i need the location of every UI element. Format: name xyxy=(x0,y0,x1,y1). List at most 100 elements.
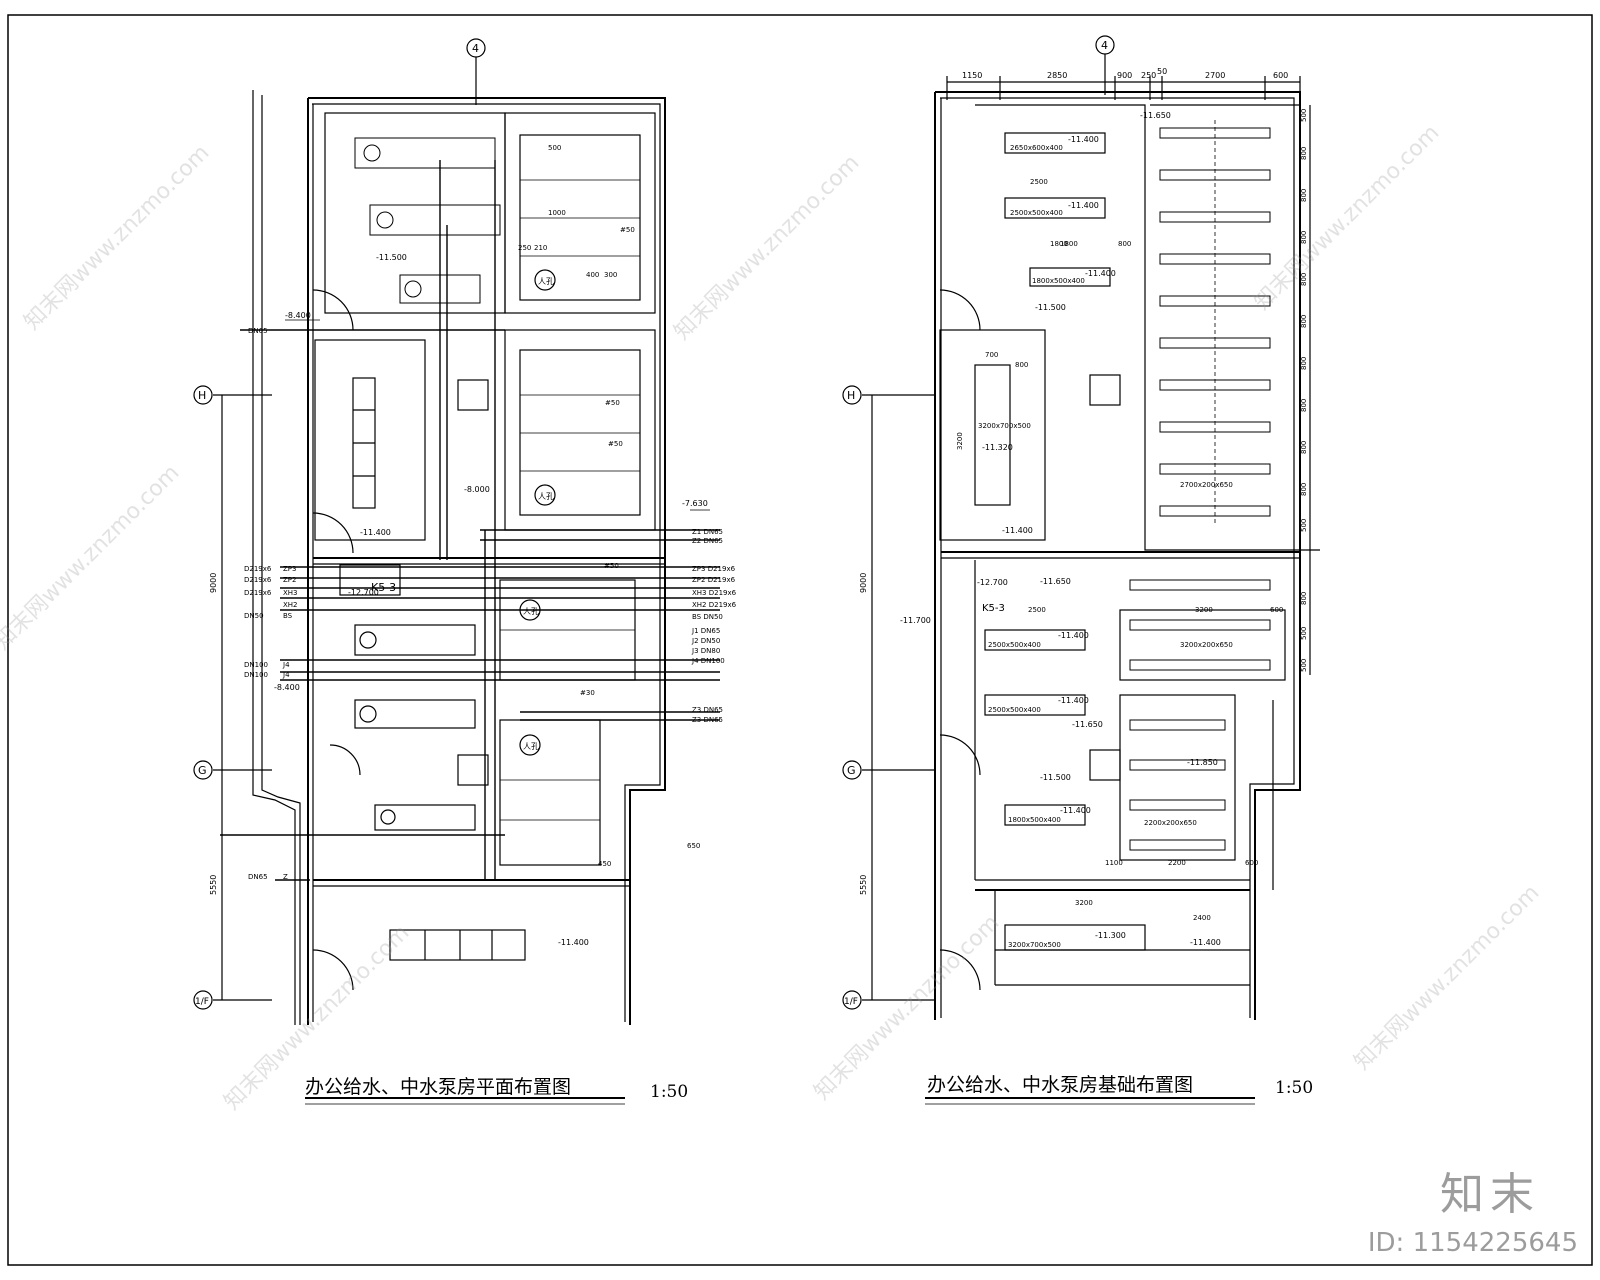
dim-left-9000: 9000 xyxy=(209,573,218,593)
dim-right: 800 xyxy=(1300,483,1308,496)
dim-right: 500 xyxy=(1300,659,1308,672)
dim-top: 50 xyxy=(1157,67,1167,76)
dim-misc: 600 xyxy=(1270,606,1283,614)
pipe-code: Z xyxy=(283,873,288,881)
dim-right: 800 xyxy=(1300,357,1308,370)
dim-top: 250 xyxy=(1141,71,1156,80)
dim-top: 2700 xyxy=(1205,71,1225,80)
dim-misc: 500 xyxy=(548,144,561,152)
dim-misc: 210 xyxy=(534,244,547,252)
dim-misc: 650 xyxy=(687,842,700,850)
tag-k5-3-right: K5-3 xyxy=(982,603,1005,614)
dim-right: 500 xyxy=(1300,627,1308,640)
left-plan xyxy=(193,38,720,1025)
manhole-label: 人孔 xyxy=(538,492,554,501)
dim-misc: #50 xyxy=(608,440,623,448)
dim-top: 1150 xyxy=(962,71,982,80)
pipe-right-label: Z3 DN65 xyxy=(692,706,723,714)
dim-right: 800 xyxy=(1300,231,1308,244)
manhole-label: 人孔 xyxy=(538,277,554,286)
base-size-label: 1800x500x400 xyxy=(1032,277,1085,285)
dim-right: 800 xyxy=(1300,441,1308,454)
elev-label: -11.400 xyxy=(1190,938,1221,947)
sheet-border xyxy=(7,14,1593,1266)
pipe-size-label: DN65 xyxy=(248,873,268,881)
dim-misc: #30 xyxy=(580,689,595,697)
pipe-code: J4 xyxy=(282,661,290,669)
axis-label-H-right: H xyxy=(847,389,855,402)
axis-bubble-H-right xyxy=(842,385,862,405)
dim-misc: 3200 xyxy=(956,432,964,450)
elev-label: -11.400 xyxy=(1058,631,1089,640)
dim-misc: 600 xyxy=(1245,859,1258,867)
dim-misc: 2200 xyxy=(1168,859,1186,867)
elev-label: -11.700 xyxy=(900,616,931,625)
elev-label: -11.850 xyxy=(1187,758,1218,767)
elev-label: -11.500 xyxy=(376,253,407,262)
base-size-label: 3200x700x500 xyxy=(978,422,1031,430)
dim-left-5550-right: 5550 xyxy=(859,875,868,895)
pipe-code: XH3 xyxy=(283,589,298,597)
dim-misc: #50 xyxy=(620,226,635,234)
dim-right: 800 xyxy=(1300,273,1308,286)
elev-label: -12.700 xyxy=(977,578,1008,587)
dim-misc: 800 xyxy=(1015,361,1028,369)
pipe-right-label: Z3 DN65 xyxy=(692,716,723,724)
manhole-label: 人孔 xyxy=(523,607,539,616)
pipe-right-label: J3 DN80 xyxy=(691,647,720,655)
tank-size-label: 2200x200x650 xyxy=(1144,819,1197,827)
dim-top: 900 xyxy=(1117,71,1132,80)
manhole-1 xyxy=(534,269,556,291)
elev-label: -11.300 xyxy=(1095,931,1126,940)
axis-label-4-right: 4 xyxy=(1101,39,1108,52)
elev-label: -11.500 xyxy=(1040,773,1071,782)
dim-misc: 450 xyxy=(598,860,611,868)
elev-label: -8.400 xyxy=(285,311,311,320)
pipe-right-label: J4 DN100 xyxy=(691,657,725,665)
dim-top: 600 xyxy=(1273,71,1288,80)
pipe-right-label: Z1 DN65 xyxy=(692,528,723,536)
elev-label: -12.700 xyxy=(348,588,379,597)
pipe-right-label: ZP2 D219x6 xyxy=(692,576,736,584)
pipe-right-label: XH3 D219x6 xyxy=(692,589,737,597)
pipe-right-label: Z2 DN65 xyxy=(692,537,723,545)
pipe-code: BS xyxy=(283,612,293,620)
axis-bubble-G-left xyxy=(193,760,213,780)
dim-right: 500 xyxy=(1300,109,1308,122)
axis-label-G-left: G xyxy=(198,764,207,777)
manhole-2 xyxy=(534,484,556,506)
pipe-right-label: ZP3 D219x6 xyxy=(692,565,736,573)
elev-label: -11.320 xyxy=(982,443,1013,452)
pipe-code: XH2 xyxy=(283,601,298,609)
dim-right: 800 xyxy=(1300,315,1308,328)
axis-label-G-right: G xyxy=(847,764,856,777)
right-plan-labels: 4 H G 1/F 1150 2850 900 250 50 2700 600 … xyxy=(844,39,1308,1007)
pipe-code: ZP2 xyxy=(283,576,296,584)
elev-label: -11.650 xyxy=(1040,577,1071,586)
axis-label-4-left: 4 xyxy=(472,42,479,55)
base-size-label: 2500x500x400 xyxy=(1010,209,1063,217)
dim-misc: 2400 xyxy=(1193,914,1211,922)
elev-label: -11.400 xyxy=(1002,526,1033,535)
base-size-label: 2500x500x400 xyxy=(988,641,1041,649)
dim-misc: 800 xyxy=(1118,240,1131,248)
axis-bubble-1F-right xyxy=(842,990,862,1010)
axis-bubble-H-left xyxy=(193,385,213,405)
elev-label: -11.400 xyxy=(1060,806,1091,815)
dim-misc: 1800 xyxy=(1050,240,1068,248)
axis-bubble-G-right xyxy=(842,760,862,780)
left-drawing-scale: 1:50 xyxy=(650,1082,689,1102)
document-id: ID: 1154225645 xyxy=(1367,1228,1578,1258)
pipe-size-label: D219x6 xyxy=(244,589,272,597)
elev-label: -8.000 xyxy=(464,485,490,494)
dim-misc: 1100 xyxy=(1105,859,1123,867)
elev-label: -11.650 xyxy=(1072,720,1103,729)
dim-right: 500 xyxy=(1300,519,1308,532)
elev-label: -11.400 xyxy=(360,528,391,537)
pipe-size-label: DN65 xyxy=(248,327,268,335)
dim-misc: 300 xyxy=(604,271,617,279)
elev-label: -11.400 xyxy=(1068,201,1099,210)
pipe-size-label: DN100 xyxy=(244,661,268,669)
base-size-label: 2500x500x400 xyxy=(988,706,1041,714)
pipe-code: ZP3 xyxy=(283,565,296,573)
